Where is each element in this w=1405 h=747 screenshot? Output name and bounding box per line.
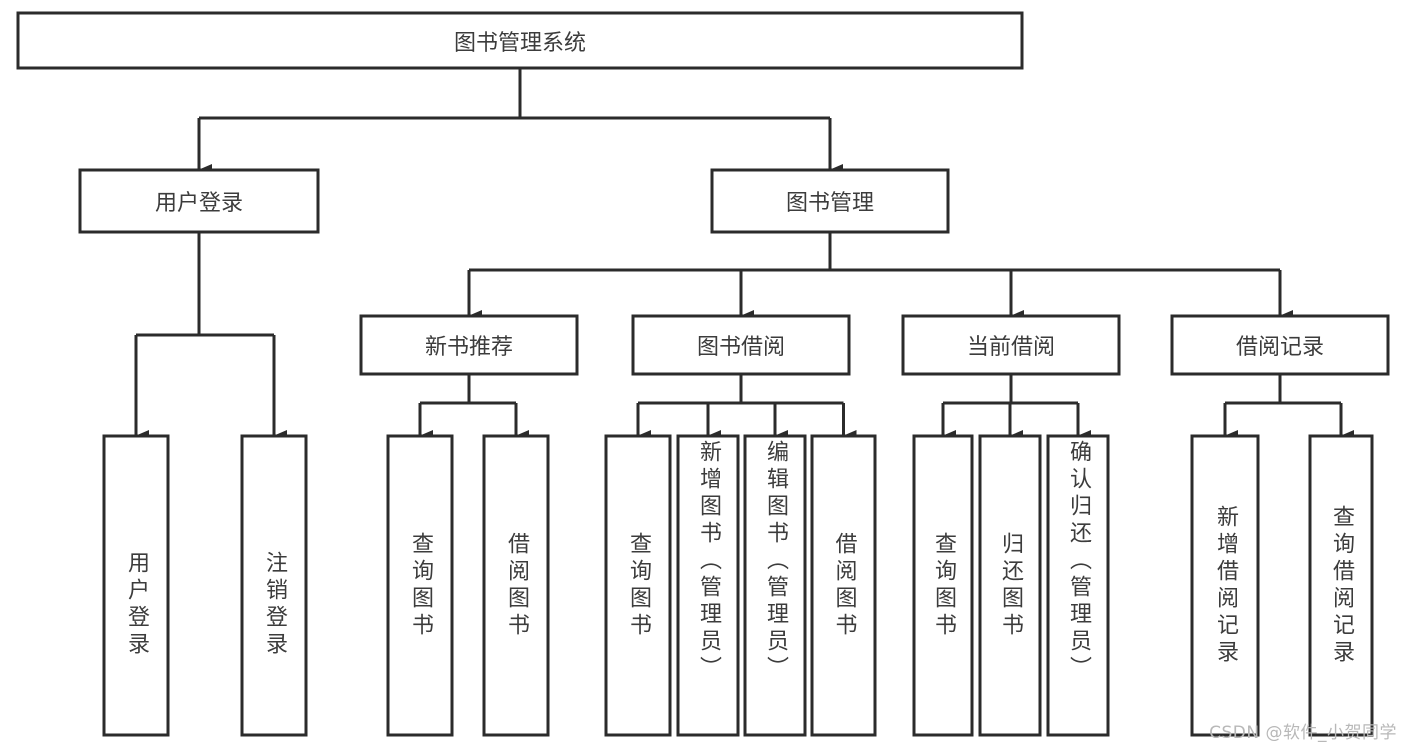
leaf-node-box[interactable] xyxy=(676,434,740,737)
leaf-node-box[interactable] xyxy=(604,434,672,737)
watermark: CSDN @软件_小贺同学 xyxy=(1209,723,1397,743)
leaf-node-box[interactable] xyxy=(1190,434,1260,737)
root-node-box[interactable] xyxy=(16,11,1024,70)
boxes-layer xyxy=(16,11,1390,737)
level3-node-box[interactable] xyxy=(901,314,1121,376)
leaf-node-box[interactable] xyxy=(1046,434,1110,737)
leaf-node-box[interactable] xyxy=(482,434,550,737)
leaf-node-box[interactable] xyxy=(1308,434,1374,737)
level3-node-box[interactable] xyxy=(631,314,851,376)
leaf-node-box[interactable] xyxy=(810,434,877,737)
level2-node-box[interactable] xyxy=(78,168,320,234)
level3-node-box[interactable] xyxy=(1170,314,1390,376)
leaf-node-box[interactable] xyxy=(102,434,170,737)
leaf-node-box[interactable] xyxy=(240,434,308,737)
leaf-node-box[interactable] xyxy=(978,434,1042,737)
connectors-layer xyxy=(134,68,1354,442)
level2-node-box[interactable] xyxy=(710,168,950,234)
level3-node-box[interactable] xyxy=(359,314,579,376)
leaf-node-box[interactable] xyxy=(743,434,807,737)
leaf-node-box[interactable] xyxy=(386,434,454,737)
leaf-node-box[interactable] xyxy=(912,434,974,737)
